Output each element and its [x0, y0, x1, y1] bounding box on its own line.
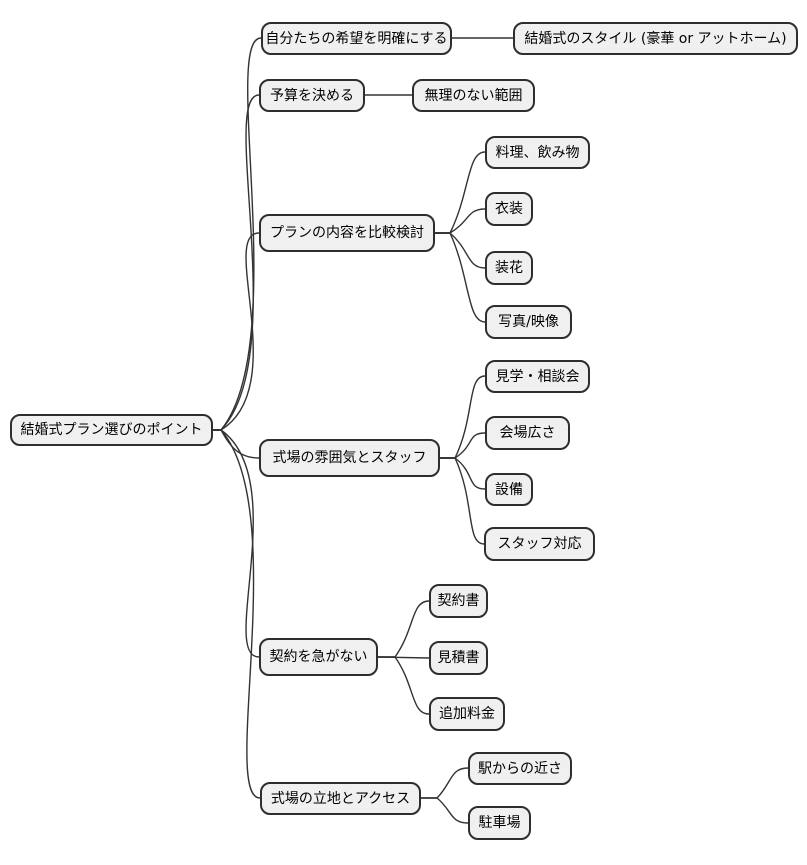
node-leaf-estimate-doc: 見積書: [429, 641, 488, 675]
edge-branch-2-leaf-3: [435, 232, 486, 323]
node-root: 結婚式プラン選びのポイント: [10, 414, 213, 446]
node-leaf-staff-response: スタッフ対応: [484, 527, 595, 561]
node-leaf-facilities: 設備: [485, 473, 533, 506]
node-leaf-contract-doc: 契約書: [429, 584, 488, 618]
node-leaf-flowers: 装花: [485, 251, 533, 285]
edge-root-branch-2: [213, 232, 260, 431]
node-leaf-wedding-style: 結婚式のスタイル (豪華 or アットホーム): [513, 22, 798, 55]
edge-branch-2-leaf-1: [435, 208, 486, 234]
edge-branch-4-leaf-2: [378, 656, 430, 715]
node-leaf-venue-size: 会場広さ: [485, 416, 570, 450]
node-leaf-reasonable-range: 無理のない範囲: [412, 79, 535, 112]
node-branch-compare-plans: プランの内容を比較検討: [259, 214, 435, 252]
node-branch-location-access: 式場の立地とアクセス: [260, 782, 421, 815]
edge-branch-5-leaf-0: [421, 767, 469, 799]
edge-root-branch-4: [213, 429, 260, 658]
edge-branch-4-leaf-0: [378, 600, 430, 658]
edge-branch-2-leaf-0: [435, 151, 486, 234]
node-branch-venue-atmosphere-staff: 式場の雰囲気とスタッフ: [259, 439, 440, 477]
node-leaf-photo-video: 写真/映像: [485, 305, 572, 339]
node-leaf-food-drinks: 料理、飲み物: [485, 136, 590, 169]
edge-branch-3-leaf-2: [440, 457, 486, 490]
node-leaf-attire: 衣装: [485, 192, 533, 226]
edge-branch-3-leaf-3: [440, 457, 485, 545]
edge-root-branch-5: [213, 429, 261, 799]
node-branch-decide-budget: 予算を決める: [259, 79, 365, 112]
node-branch-dont-rush-contract: 契約を急がない: [259, 638, 378, 676]
node-branch-clarify-wishes: 自分たちの希望を明確にする: [261, 22, 452, 55]
node-leaf-station-proximity: 駅からの近さ: [468, 752, 572, 785]
node-leaf-parking: 駐車場: [468, 806, 531, 840]
node-leaf-extra-fees: 追加料金: [429, 697, 505, 731]
edge-root-branch-1: [213, 94, 260, 431]
edge-branch-3-leaf-0: [440, 375, 486, 459]
edge-branch-5-leaf-1: [421, 797, 469, 824]
edge-root-branch-0: [213, 37, 262, 431]
node-leaf-tour-consultation: 見学・相談会: [485, 360, 590, 393]
